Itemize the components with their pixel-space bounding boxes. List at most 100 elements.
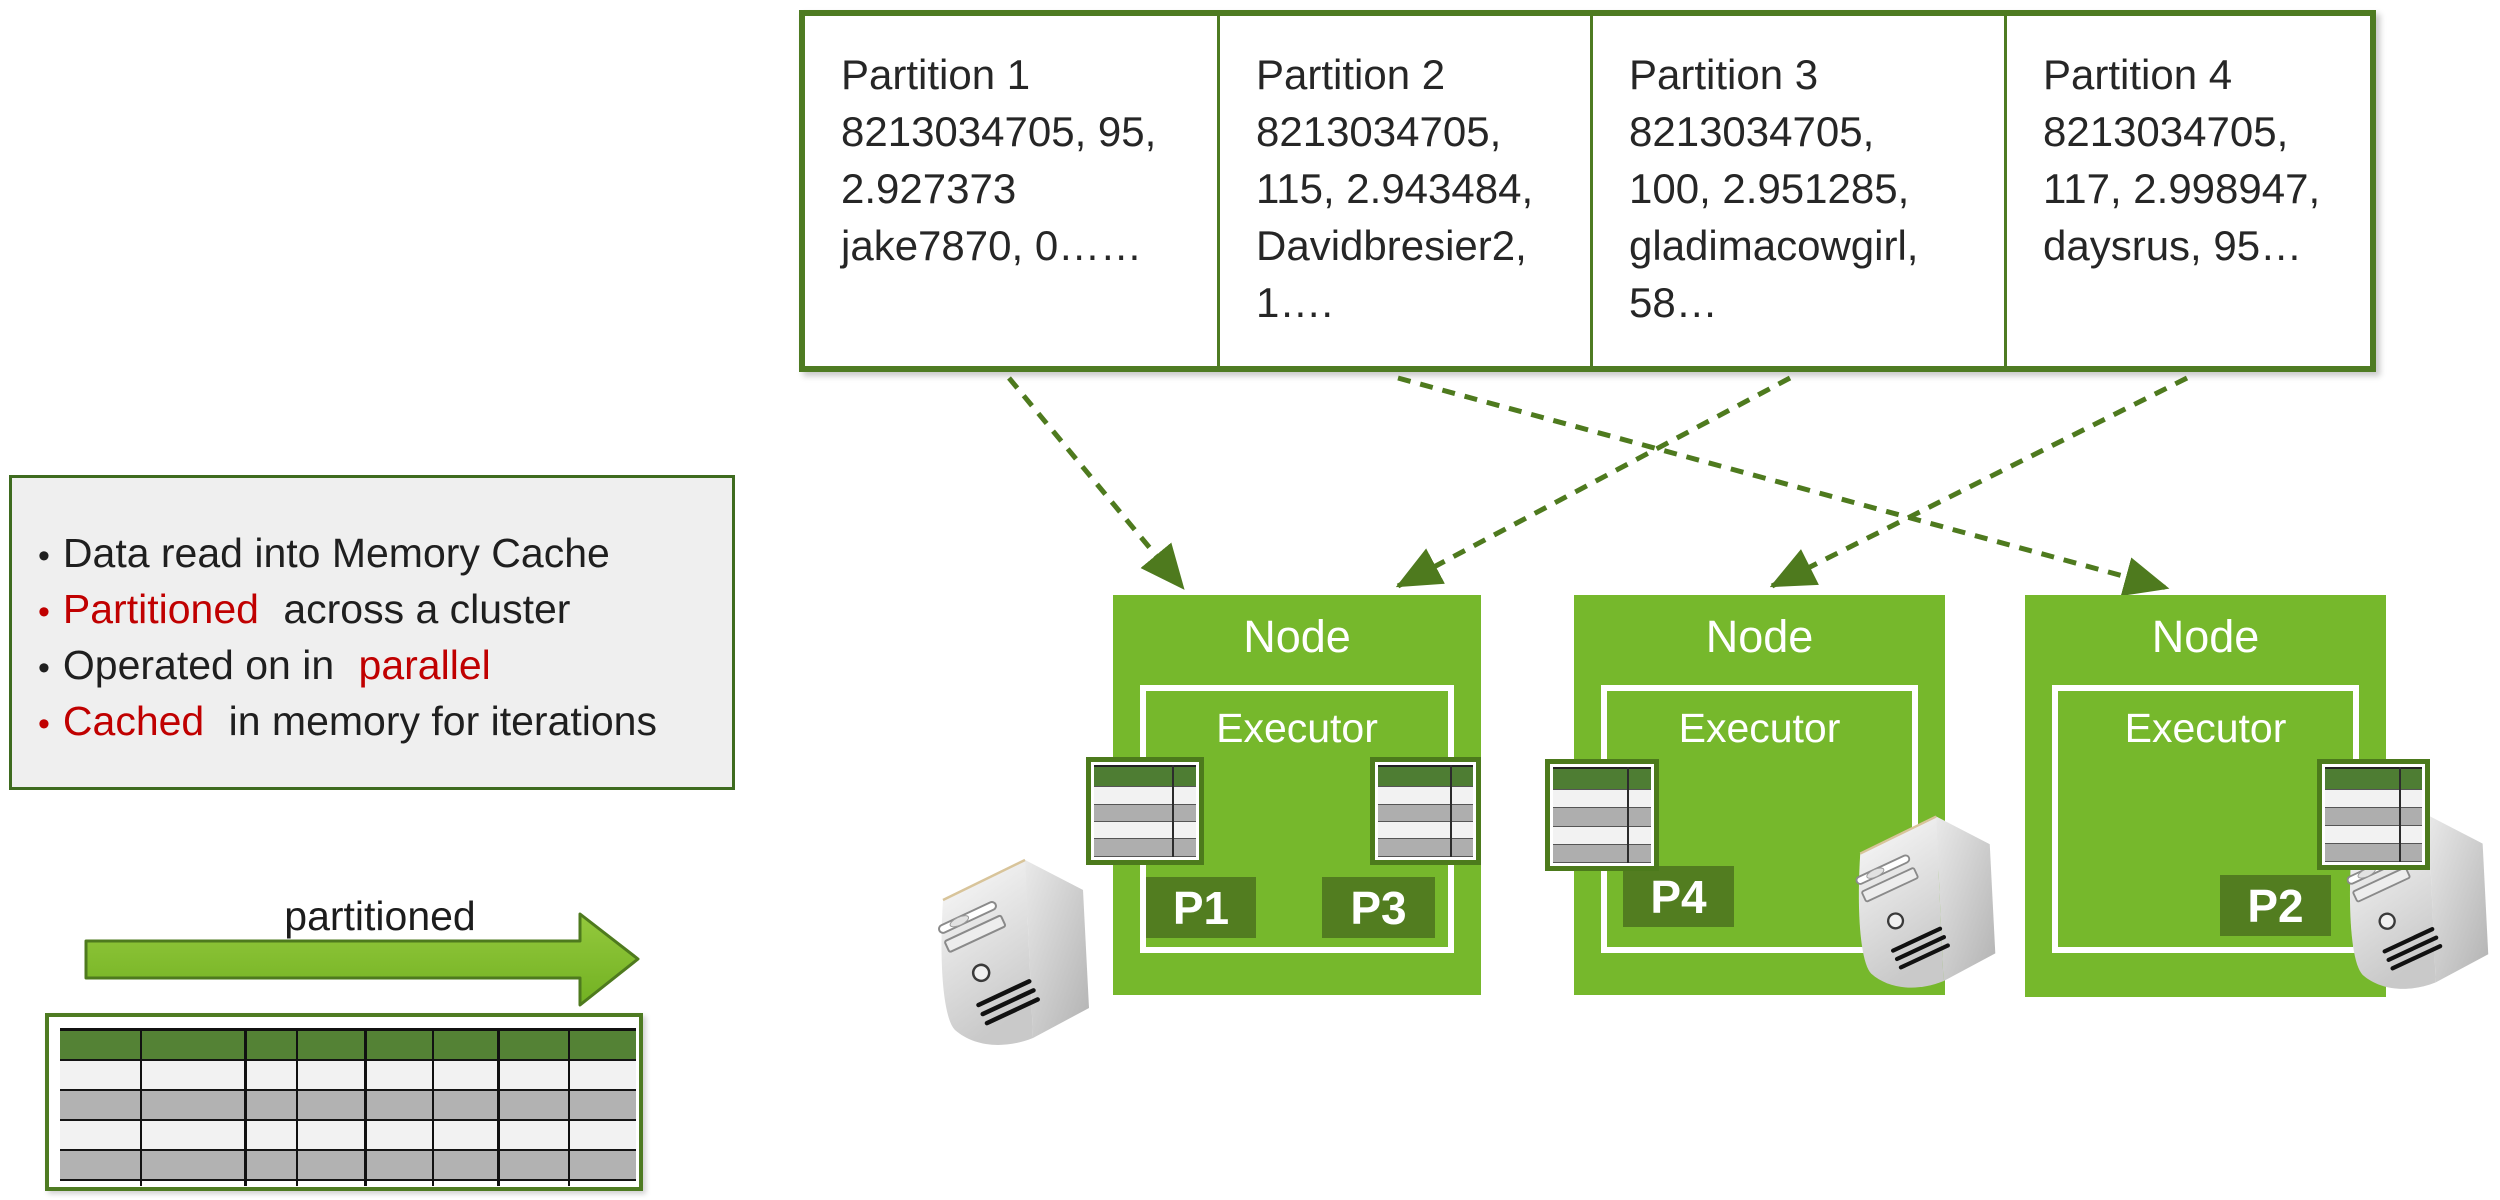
partition-title: Partition 2	[1256, 51, 1446, 98]
table-row	[60, 1151, 636, 1181]
partition-line: 1….	[1256, 279, 1334, 326]
server-tower-icon	[933, 841, 1093, 1053]
table-row	[60, 1121, 636, 1151]
bullet-text-segment: parallel	[358, 642, 491, 688]
partition-line: 2.927373	[841, 165, 1017, 212]
icon-row	[2325, 789, 2422, 808]
partition-table-icon	[1545, 759, 1659, 871]
dataframe-table-grid	[60, 1028, 636, 1186]
icon-row	[1378, 787, 1473, 805]
icon-row	[1094, 822, 1196, 840]
icon-row	[1094, 839, 1196, 857]
bullet-dot: •	[38, 705, 50, 743]
node-title: Node	[1705, 611, 1814, 662]
bullet-dot: •	[38, 537, 50, 575]
partition-chip-p3: P3	[1322, 877, 1435, 938]
bullet-text-segment: Operated on in	[62, 642, 346, 688]
partition-line: gladimacowgirl,	[1629, 222, 1919, 269]
icon-column-divider	[1627, 767, 1630, 863]
partition-table-grid	[1094, 765, 1196, 857]
dataframe-table	[45, 1013, 643, 1191]
bullet-item: • Cached in memory for iterations	[38, 695, 722, 751]
icon-row	[2325, 807, 2422, 826]
bullet-dot: •	[38, 593, 50, 631]
table-column-divider	[568, 1031, 570, 1186]
server-tower-icon	[1851, 791, 1999, 1003]
partitioned-arrow	[84, 912, 640, 1007]
arrow-partition3-to-node1	[1395, 375, 1792, 589]
icon-header-row	[1094, 765, 1196, 788]
table-row	[60, 1091, 636, 1121]
partition-column-2: Partition 2 8213034705, 115, 2.943484, D…	[1217, 16, 1590, 366]
partition-table-icon	[1086, 757, 1204, 865]
partition-line: 115, 2.943484,	[1256, 165, 1534, 212]
arrow-partition4-to-node2	[1769, 375, 2189, 589]
icon-row	[1094, 804, 1196, 823]
partition-chip-p2: P2	[2220, 875, 2331, 936]
icon-row	[1378, 839, 1473, 857]
table-column-divider	[364, 1031, 367, 1186]
arrow-partition2-to-node3	[1397, 375, 2170, 597]
partitions-box: Partition 1 8213034705, 95, 2.927373 jak…	[799, 10, 2376, 372]
bullet-list-panel: • Data read into Memory Cache • Partitio…	[9, 475, 735, 790]
partition-line: 8213034705,	[1629, 108, 1875, 155]
icon-row	[2325, 843, 2422, 862]
partition-chip-p4: P4	[1623, 866, 1734, 927]
partition-column-1: Partition 1 8213034705, 95, 2.927373 jak…	[805, 16, 1217, 366]
executor-box: Executor	[1601, 685, 1918, 953]
executor-title: Executor	[1678, 705, 1841, 751]
table-column-divider	[497, 1031, 500, 1186]
executor-title: Executor	[2124, 705, 2287, 751]
partition-title: Partition 3	[1629, 51, 1819, 98]
partition-line: Davidbresier2,	[1256, 222, 1527, 269]
icon-row	[1553, 844, 1651, 863]
table-column-divider	[244, 1031, 247, 1186]
partition-title: Partition 4	[2043, 51, 2233, 98]
partition-line: daysrus, 95…	[2043, 222, 2303, 269]
partition-line: 117, 2.998947,	[2043, 165, 2321, 212]
icon-row	[1553, 790, 1651, 809]
partition-table-grid	[1378, 765, 1473, 857]
icon-column-divider	[2398, 767, 2401, 862]
table-column-divider	[140, 1031, 142, 1186]
partition-chip-p1: P1	[1146, 877, 1256, 938]
partition-line: 100, 2.951285,	[1629, 165, 1910, 212]
bullet-text-segment: in memory for iterations	[217, 698, 657, 744]
partition-table-grid	[1553, 767, 1651, 863]
partition-table-icon	[2317, 759, 2430, 870]
bullet-text-segment: Cached	[62, 698, 205, 744]
partition-column-4: Partition 4 8213034705, 117, 2.998947, d…	[2004, 16, 2370, 366]
partition-line: jake7870, 0……	[841, 222, 1143, 269]
table-column-divider	[432, 1031, 434, 1186]
table-row	[60, 1061, 636, 1091]
partition-line: 58…	[1629, 279, 1718, 326]
icon-row	[1553, 826, 1651, 845]
partition-line: 8213034705,	[2043, 108, 2289, 155]
bullet-text-segment: across a cluster	[271, 586, 571, 632]
bullet-dot: •	[38, 649, 50, 687]
partition-table-grid	[2325, 767, 2422, 862]
icon-row	[2325, 825, 2422, 844]
icon-header-row	[2325, 767, 2422, 790]
icon-row	[1378, 822, 1473, 840]
icon-row	[1553, 808, 1651, 827]
icon-header-row	[1378, 765, 1473, 788]
icon-column-divider	[1450, 765, 1453, 857]
bullet-item: • Operated on in parallel	[38, 639, 722, 695]
node-title: Node	[2151, 611, 2260, 662]
icon-column-divider	[1171, 765, 1174, 857]
node-title: Node	[1243, 611, 1351, 662]
bullet-text-segment: Data read into Memory Cache	[62, 530, 610, 576]
partition-table-icon	[1370, 757, 1481, 865]
partition-title: Partition 1	[841, 51, 1031, 98]
partition-column-3: Partition 3 8213034705, 100, 2.951285, g…	[1590, 16, 2004, 366]
icon-header-row	[1553, 767, 1651, 791]
partition-line: 8213034705, 95,	[841, 108, 1157, 155]
arrow-partition1-to-node1	[1007, 376, 1185, 590]
table-header-row	[60, 1031, 636, 1061]
table-column-divider	[296, 1031, 298, 1186]
icon-row	[1378, 804, 1473, 823]
bullet-text-segment: Partitioned	[62, 586, 259, 632]
bullet-item: • Partitioned across a cluster	[38, 583, 722, 639]
